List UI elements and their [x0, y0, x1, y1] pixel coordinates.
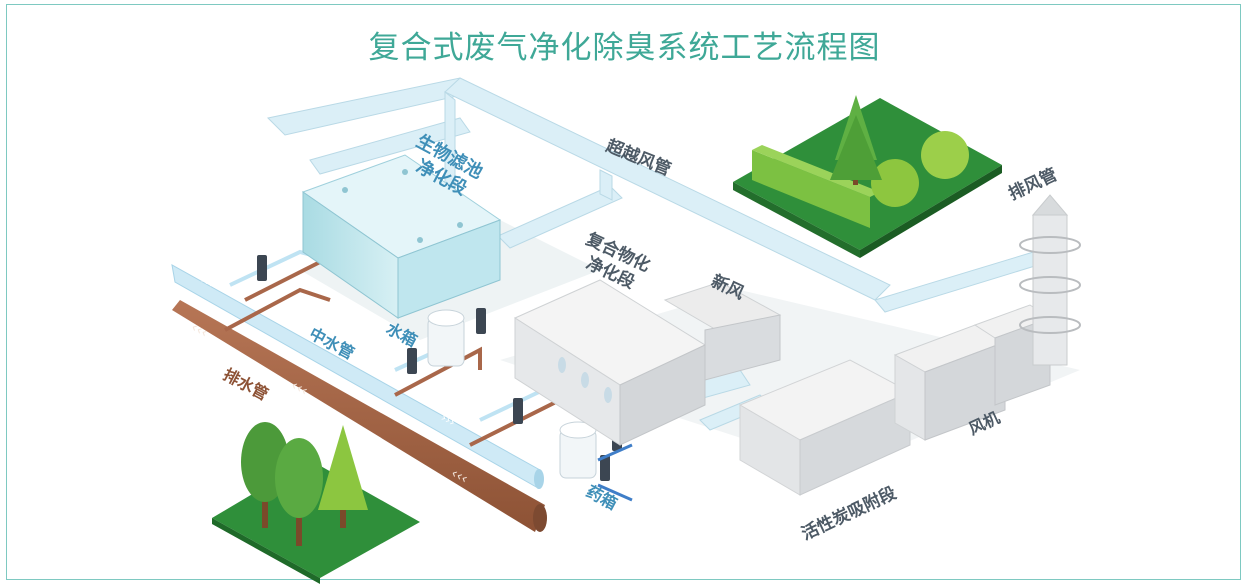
- reclaimed-water-pipe: ››› ›››: [171, 264, 544, 489]
- drain-pipe: ‹‹‹ ‹‹‹ ‹‹‹: [172, 300, 547, 532]
- diagram-title: 复合式废气净化除臭系统工艺流程图: [368, 30, 881, 66]
- svg-text:›››: ›››: [439, 410, 458, 429]
- chem-tank-label: 药箱: [583, 482, 620, 514]
- composite-unit: [513, 279, 782, 446]
- fan-units: [893, 304, 1052, 441]
- water-tank: [427, 309, 465, 367]
- bio-filter-unit: [301, 154, 502, 319]
- svg-text:‹‹‹: ‹‹‹: [288, 377, 310, 399]
- grass-patch-top-right: [733, 95, 1002, 258]
- svg-text:›››: ›››: [199, 272, 218, 291]
- svg-text:‹‹‹: ‹‹‹: [188, 319, 210, 341]
- grass-patch-bottom-left: [212, 422, 420, 584]
- carbon-unit: [738, 359, 912, 496]
- svg-text:‹‹‹: ‹‹‹: [448, 465, 470, 487]
- chemical-tank: [559, 421, 633, 502]
- drain-pipe-label: 排水管: [220, 365, 271, 404]
- exhaust-stack: [1019, 194, 1081, 366]
- carbon-stage-label: 活性炭吸附段: [798, 482, 899, 544]
